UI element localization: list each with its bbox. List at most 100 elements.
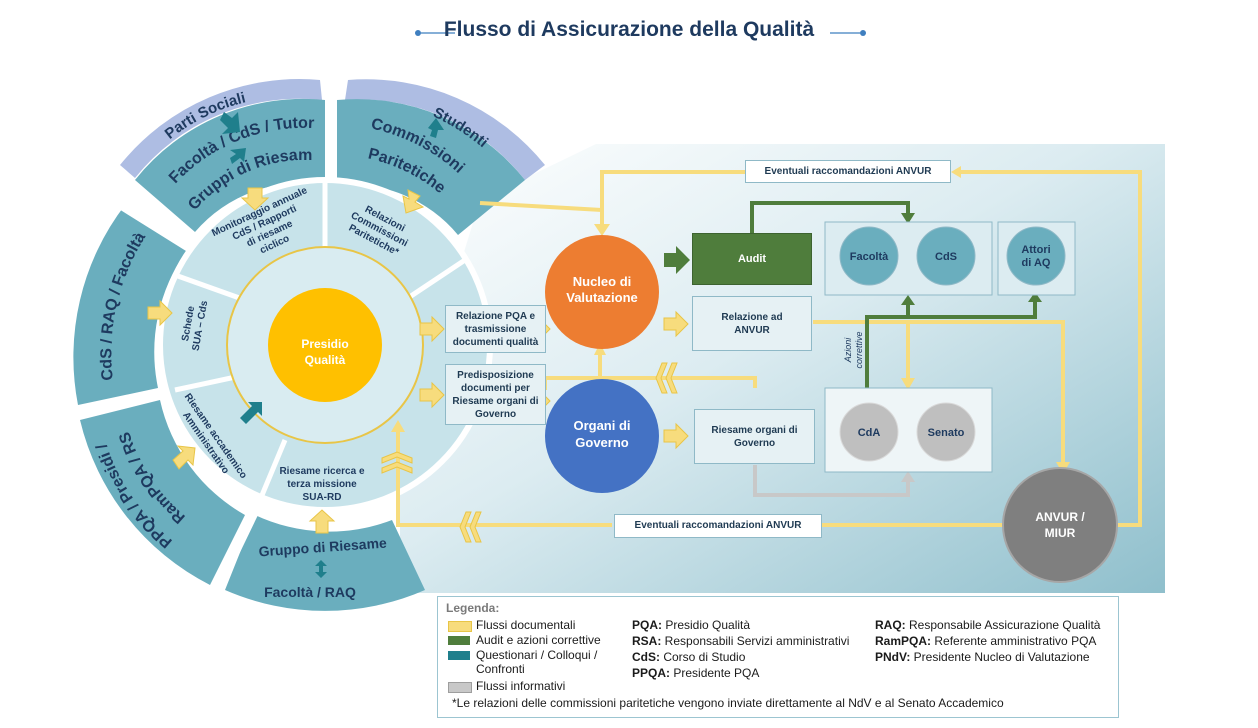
chevron-left-icon	[655, 362, 668, 394]
cds-node-label: CdS	[935, 251, 957, 263]
yellow-arrowhead-icon	[391, 420, 405, 432]
organi-governo-node	[545, 379, 659, 493]
facolta-node-label: Facoltà	[850, 251, 889, 263]
riesame-organi-box: Riesame organi di Governo	[694, 409, 815, 464]
sector-parti-sociali	[120, 79, 322, 178]
chevron-up-icon	[381, 451, 413, 464]
green-arrowhead-icon	[1028, 292, 1042, 302]
document-flow-lines	[396, 170, 1142, 527]
abbr-cds: CdS: Corso di Studio	[632, 650, 746, 664]
anvur-label-1: ANVUR /	[1035, 510, 1085, 524]
attori-node-label-2: di AQ	[1022, 257, 1051, 269]
legend-item-informativi: Flussi informativi	[476, 679, 566, 693]
relazione-anvur-line-2: ANVUR	[734, 324, 770, 336]
teal-double-arrow-icon	[428, 118, 444, 138]
raccomandazioni-top-box: Eventuali raccomandazioni ANVUR	[745, 160, 951, 183]
anvur-miur-node	[1002, 467, 1118, 583]
raccomandazioni-bottom-label: Eventuali raccomandazioni ANVUR	[634, 520, 802, 531]
yellow-arrowhead-icon	[951, 166, 961, 178]
predisposizione-line-4: Governo	[474, 408, 517, 420]
teal-double-arrow-icon	[240, 402, 262, 424]
abbr-pndv: PNdV: Presidente Nucleo di Valutazione	[875, 650, 1090, 664]
raccomandazioni-top-label: Eventuali raccomandazioni ANVUR	[764, 165, 932, 177]
chevron-left-icon	[469, 511, 482, 543]
attori-node-label-1: Attori	[1021, 244, 1050, 256]
senato-node	[916, 402, 976, 462]
abbr-rampqa: RamPQA: Referente amministrativo PQA	[875, 634, 1097, 648]
legend-item-documentali: Flussi documentali	[476, 618, 576, 632]
predisposizione-line-1: Predisposizione	[457, 369, 534, 381]
cda-node-label: CdA	[858, 427, 881, 439]
presidio-label-1: Presidio	[301, 337, 348, 351]
yellow-arrow-icon	[663, 422, 689, 450]
raccomandazioni-bottom-box: Eventuali raccomandazioni ANVUR	[614, 514, 822, 538]
sector-commissioni	[337, 99, 525, 235]
yellow-arrowhead-icon	[594, 224, 610, 236]
audit-box: Audit	[692, 233, 812, 285]
abbr-pqa: PQA: Presidio Qualità	[632, 618, 751, 632]
legend: Legenda: Flussi documentali Audit e azio…	[437, 596, 1119, 718]
yellow-arrow-icon	[240, 187, 270, 211]
predisposizione-box: Predisposizione documenti per Riesame or…	[445, 364, 546, 425]
nucleo-label-1: Nucleo di	[573, 274, 632, 289]
relazione-pqa-line-3: documenti qualità	[452, 336, 539, 348]
abbr-rsa: RSA: Responsabili Servizi amministrativi	[632, 634, 850, 648]
gray-arrowhead-icon	[901, 471, 915, 482]
yellow-arrowhead-icon	[594, 343, 606, 355]
presidio-label-2: Qualità	[305, 353, 346, 367]
yellow-arrow-icon	[402, 189, 425, 214]
relazione-pqa-line-2: trasmissione	[464, 323, 527, 335]
green-arrowhead-icon	[901, 213, 915, 224]
predisposizione-line-2: documenti per	[461, 382, 530, 394]
anvur-label-2: MIUR	[1045, 526, 1076, 540]
nucleo-valutazione-node	[545, 235, 659, 349]
teal-double-arrow-icon	[315, 560, 327, 578]
legend-swatch-informativi	[448, 682, 472, 693]
chevron-up-icon	[381, 461, 413, 474]
audit-lines	[750, 201, 1037, 392]
audit-label: Audit	[737, 253, 767, 265]
teal-double-arrow-icon	[220, 112, 240, 134]
abbr-ppqa: PPQA: Presidente PQA	[632, 666, 760, 680]
chevron-left-icon	[665, 362, 678, 394]
relazione-anvur-box: Relazione ad ANVUR	[692, 296, 812, 351]
legend-item-questionari: Questionari / Colloqui /	[476, 648, 598, 662]
sector-gruppo-riesame	[225, 515, 425, 611]
legend-item-questionari-2: Confronti	[476, 662, 525, 676]
presidio-qualita-node	[268, 288, 382, 402]
facolta-raq-label: Facoltà / RAQ	[264, 584, 356, 600]
title-ornament	[415, 30, 866, 36]
yellow-arrow-icon	[147, 299, 173, 327]
page-title: Flusso di Assicurazione della Qualità	[443, 18, 815, 41]
yellow-arrow-icon	[419, 315, 445, 343]
yellow-arrow-icon	[172, 445, 196, 470]
info-flow-lines	[753, 465, 910, 497]
sector-cds-raq-facolta	[73, 205, 187, 405]
azioni-label: Azioni	[843, 337, 853, 364]
riesame-ricerca-line-2: terza missione	[287, 479, 357, 490]
yellow-arrow-icon	[663, 310, 689, 338]
legend-title: Legenda:	[446, 601, 500, 615]
teal-double-arrow-icon	[230, 148, 246, 164]
yellow-arrow-icon	[419, 381, 445, 409]
nucleo-label-2: Valutazione	[566, 290, 638, 305]
sector-facolta-cds-tutor	[135, 98, 325, 232]
chevron-left-icon	[459, 511, 472, 543]
legend-footnote: *Le relazioni delle commissioni pariteti…	[452, 696, 1004, 710]
legend-item-audit: Audit e azioni correttive	[476, 633, 601, 647]
correttive-label: correttive	[854, 331, 864, 368]
abbr-raq: RAQ: Responsabile Assicurazione Qualità	[875, 618, 1101, 632]
facolta-node	[839, 226, 899, 286]
riesame-ricerca-line-3: SUA-RD	[303, 492, 342, 503]
cds-node	[916, 226, 976, 286]
predisposizione-line-3: Riesame organi di	[452, 395, 539, 407]
relazione-anvur-line-1: Relazione ad	[721, 311, 783, 323]
riesame-organi-line-1: Riesame organi di	[711, 424, 798, 436]
organi-label-1: Organi di	[573, 418, 630, 433]
green-arrowhead-icon	[901, 295, 915, 305]
attori-node	[1006, 226, 1066, 286]
yellow-arrow-icon	[308, 509, 336, 534]
riesame-organi-line-2: Governo	[733, 437, 776, 449]
riesame-ricerca-line-1: Riesame ricerca e	[279, 466, 365, 477]
